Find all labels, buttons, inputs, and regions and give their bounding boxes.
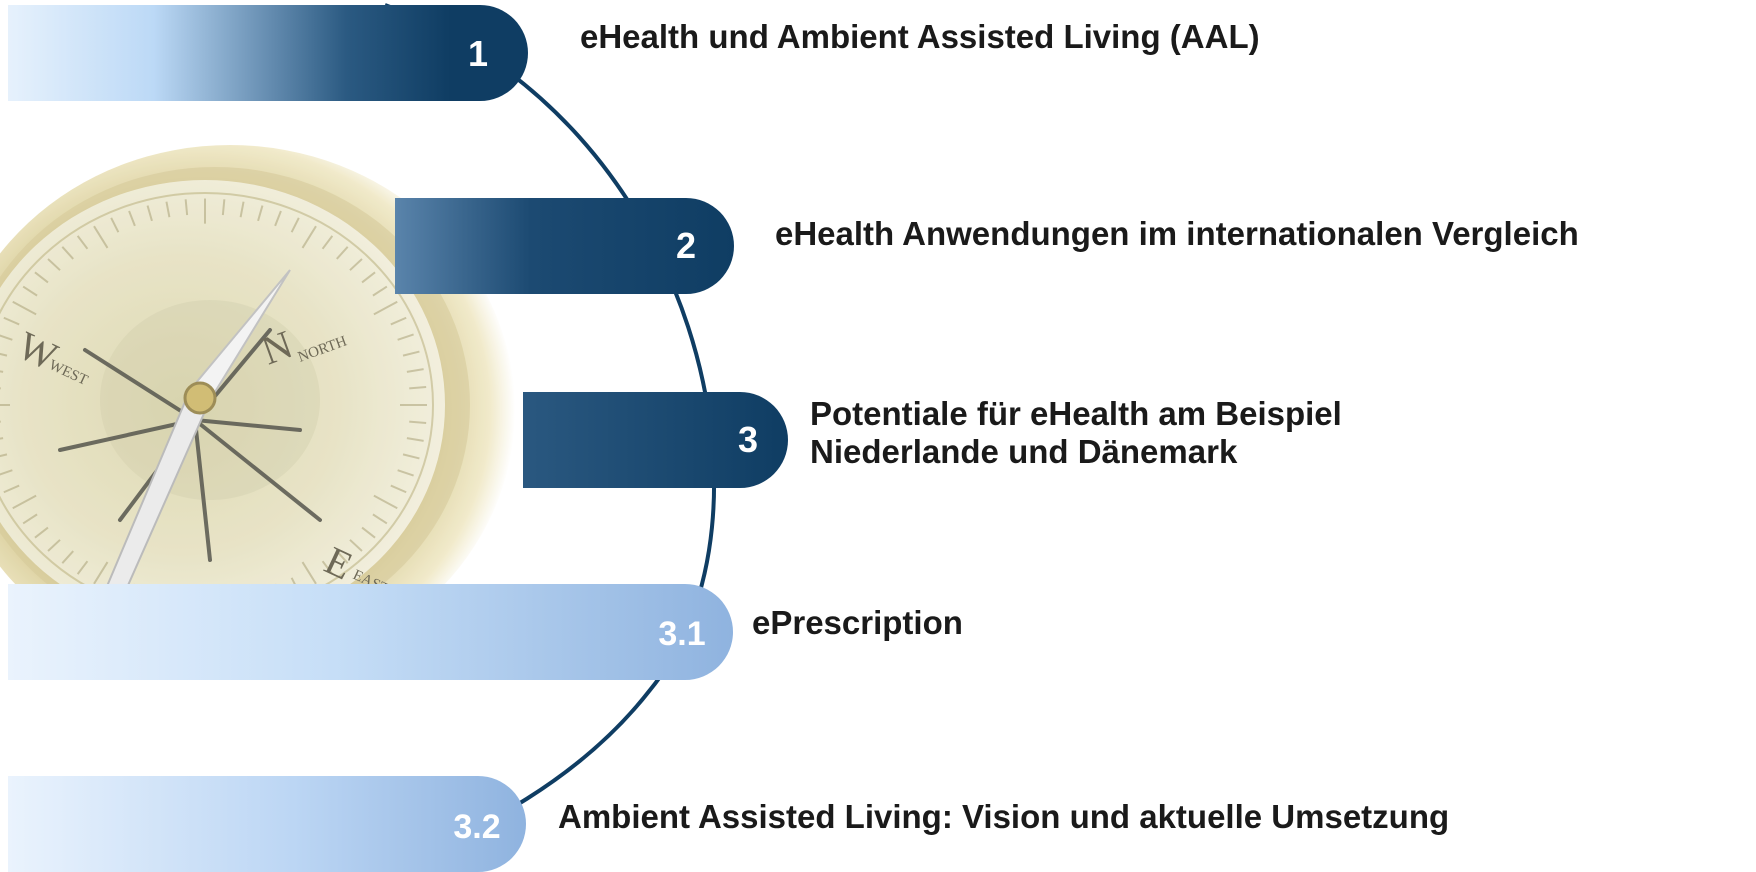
- compass-tick: [361, 271, 376, 284]
- compass-tick: [321, 560, 334, 575]
- compass-tick: [372, 513, 388, 525]
- compass-tick: [76, 235, 89, 250]
- agenda-label-3-line-2: Niederlande und Dänemark: [810, 432, 1238, 470]
- compass-tick: [93, 225, 109, 249]
- agenda-label-3-line-1: Potentiale für eHealth am Beispiel: [810, 395, 1342, 432]
- compass-tick: [257, 205, 264, 222]
- agenda-label-3-1: ePrescription: [752, 604, 963, 641]
- compass-tick: [221, 199, 226, 216]
- agenda-item-1[interactable]: 1: [8, 5, 528, 101]
- compass-tick: [0, 352, 8, 357]
- compass-tick: [336, 246, 349, 260]
- compass-tick: [406, 437, 424, 442]
- compass-tick: [274, 210, 282, 227]
- compass-tick: [47, 258, 61, 271]
- compass-tick: [361, 526, 376, 539]
- compass-tick: [301, 561, 317, 585]
- compass-tick: [402, 350, 420, 357]
- compass-tick: [110, 217, 120, 233]
- compass-tick: [336, 550, 349, 564]
- agenda-label-2: eHealth Anwendungen im internationalen V…: [775, 215, 1579, 252]
- compass-tick: [0, 370, 4, 373]
- agenda-label-3-2: Ambient Assisted Living: Vision und aktu…: [558, 798, 1450, 835]
- compass-tick: [372, 285, 388, 297]
- compass-tick: [397, 469, 414, 477]
- compass-tick: [321, 235, 334, 250]
- compass-tick: [12, 300, 37, 316]
- compass-tick: [165, 201, 171, 218]
- compass-tick: [61, 550, 74, 564]
- compass-tick: [12, 494, 37, 510]
- compass-tick: [61, 246, 74, 260]
- compass-tick: [128, 210, 136, 227]
- compass-tick: [397, 333, 414, 341]
- compass-tick: [146, 205, 153, 222]
- agenda-item-3-1[interactable]: 3.1: [8, 584, 733, 680]
- agenda-number-3-1: 3.1: [658, 615, 705, 653]
- agenda-item-2[interactable]: 2: [395, 198, 734, 294]
- compass-tick: [34, 526, 49, 539]
- compass-tick: [3, 316, 20, 326]
- agenda-bar-3-1: [8, 584, 733, 680]
- compass-tick: [3, 484, 20, 494]
- agenda-number-3: 3: [738, 419, 758, 460]
- compass-tick: [349, 539, 363, 552]
- compass-tick: [402, 453, 420, 460]
- agenda-bar-2: [395, 198, 734, 294]
- agenda-item-3-2[interactable]: 3.2: [8, 776, 526, 872]
- compass-tick: [301, 225, 317, 249]
- compass-tick: [22, 285, 38, 297]
- agenda-label-3: Potentiale für eHealth am Beispiel Niede…: [810, 395, 1342, 471]
- compass-tick: [406, 368, 424, 373]
- compass-tick: [93, 561, 109, 585]
- compass-tick: [373, 300, 398, 316]
- agenda-label-1: eHealth und Ambient Assisted Living (AAL…: [580, 18, 1260, 55]
- compass-tick: [390, 316, 407, 326]
- agenda-number-2: 2: [676, 225, 696, 266]
- agenda-bar-3-2: [8, 776, 526, 872]
- agenda-item-3[interactable]: 3: [523, 392, 788, 488]
- agenda-bar-3: [523, 392, 788, 488]
- compass-tick: [409, 386, 427, 390]
- compass-tick: [0, 469, 13, 476]
- compass-tick: [184, 199, 189, 216]
- compass-tick: [349, 258, 363, 271]
- compass-tick: [47, 539, 61, 552]
- compass-tick: [22, 513, 38, 525]
- compass-tick: [34, 271, 49, 284]
- compass-tick: [239, 201, 245, 218]
- agenda-number-3-2: 3.2: [453, 808, 500, 846]
- compass-tick: [390, 484, 407, 494]
- compass-tick: [0, 334, 13, 341]
- compass-tick: [373, 494, 398, 510]
- agenda-number-1: 1: [468, 33, 488, 74]
- agenda-bar-1: [8, 5, 528, 101]
- compass-tick: [0, 437, 4, 440]
- compass-tick: [409, 420, 427, 424]
- compass-tick: [76, 560, 89, 575]
- compass-tick: [290, 217, 300, 233]
- compass-tick: [0, 453, 8, 458]
